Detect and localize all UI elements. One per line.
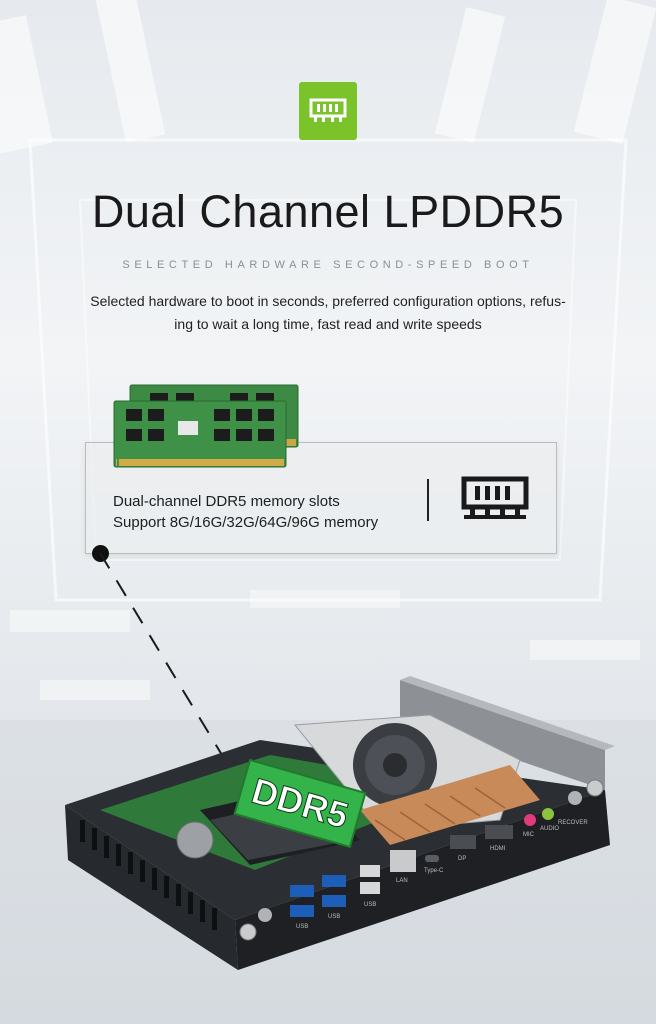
memory-module-icon xyxy=(460,475,530,523)
page-description: Selected hardware to boot in seconds, pr… xyxy=(60,290,596,336)
feature-text: Dual-channel DDR5 memory slots Support 8… xyxy=(113,491,413,533)
memory-module-icon xyxy=(299,82,357,140)
port-label-lan: LAN xyxy=(396,878,408,884)
page-title: Dual Channel LPDDR5 xyxy=(91,186,565,237)
page-subtitle: SELECTED HARDWARE SECOND-SPEED BOOT xyxy=(122,259,534,271)
feature-line-1: Dual-channel DDR5 memory slots xyxy=(113,493,340,510)
description-line-2: ing to wait a long time, fast read and w… xyxy=(174,316,482,332)
port-label-usb-1: USB xyxy=(296,924,308,930)
port-label-type-c: Type-C xyxy=(424,868,444,874)
description-line-1: Selected hardware to boot in seconds, pr… xyxy=(90,293,566,309)
port-label-hdmi: HDMI xyxy=(490,846,506,852)
port-label-usb-2: USB xyxy=(328,914,340,920)
mini-pc-board-image: DDR5 xyxy=(60,670,650,990)
port-label-mic: MIC xyxy=(523,832,535,838)
pointer-dot xyxy=(92,545,109,562)
port-label-usb-3: USB xyxy=(364,902,376,908)
port-label-dp: DP xyxy=(458,856,466,862)
port-label-audio: AUDIO xyxy=(540,826,559,832)
feature-line-2: Support 8G/16G/32G/64G/96G memory xyxy=(113,514,379,531)
ram-modules-image xyxy=(110,383,300,473)
feature-divider xyxy=(427,479,429,521)
port-label-recover: RECOVER xyxy=(558,820,588,826)
